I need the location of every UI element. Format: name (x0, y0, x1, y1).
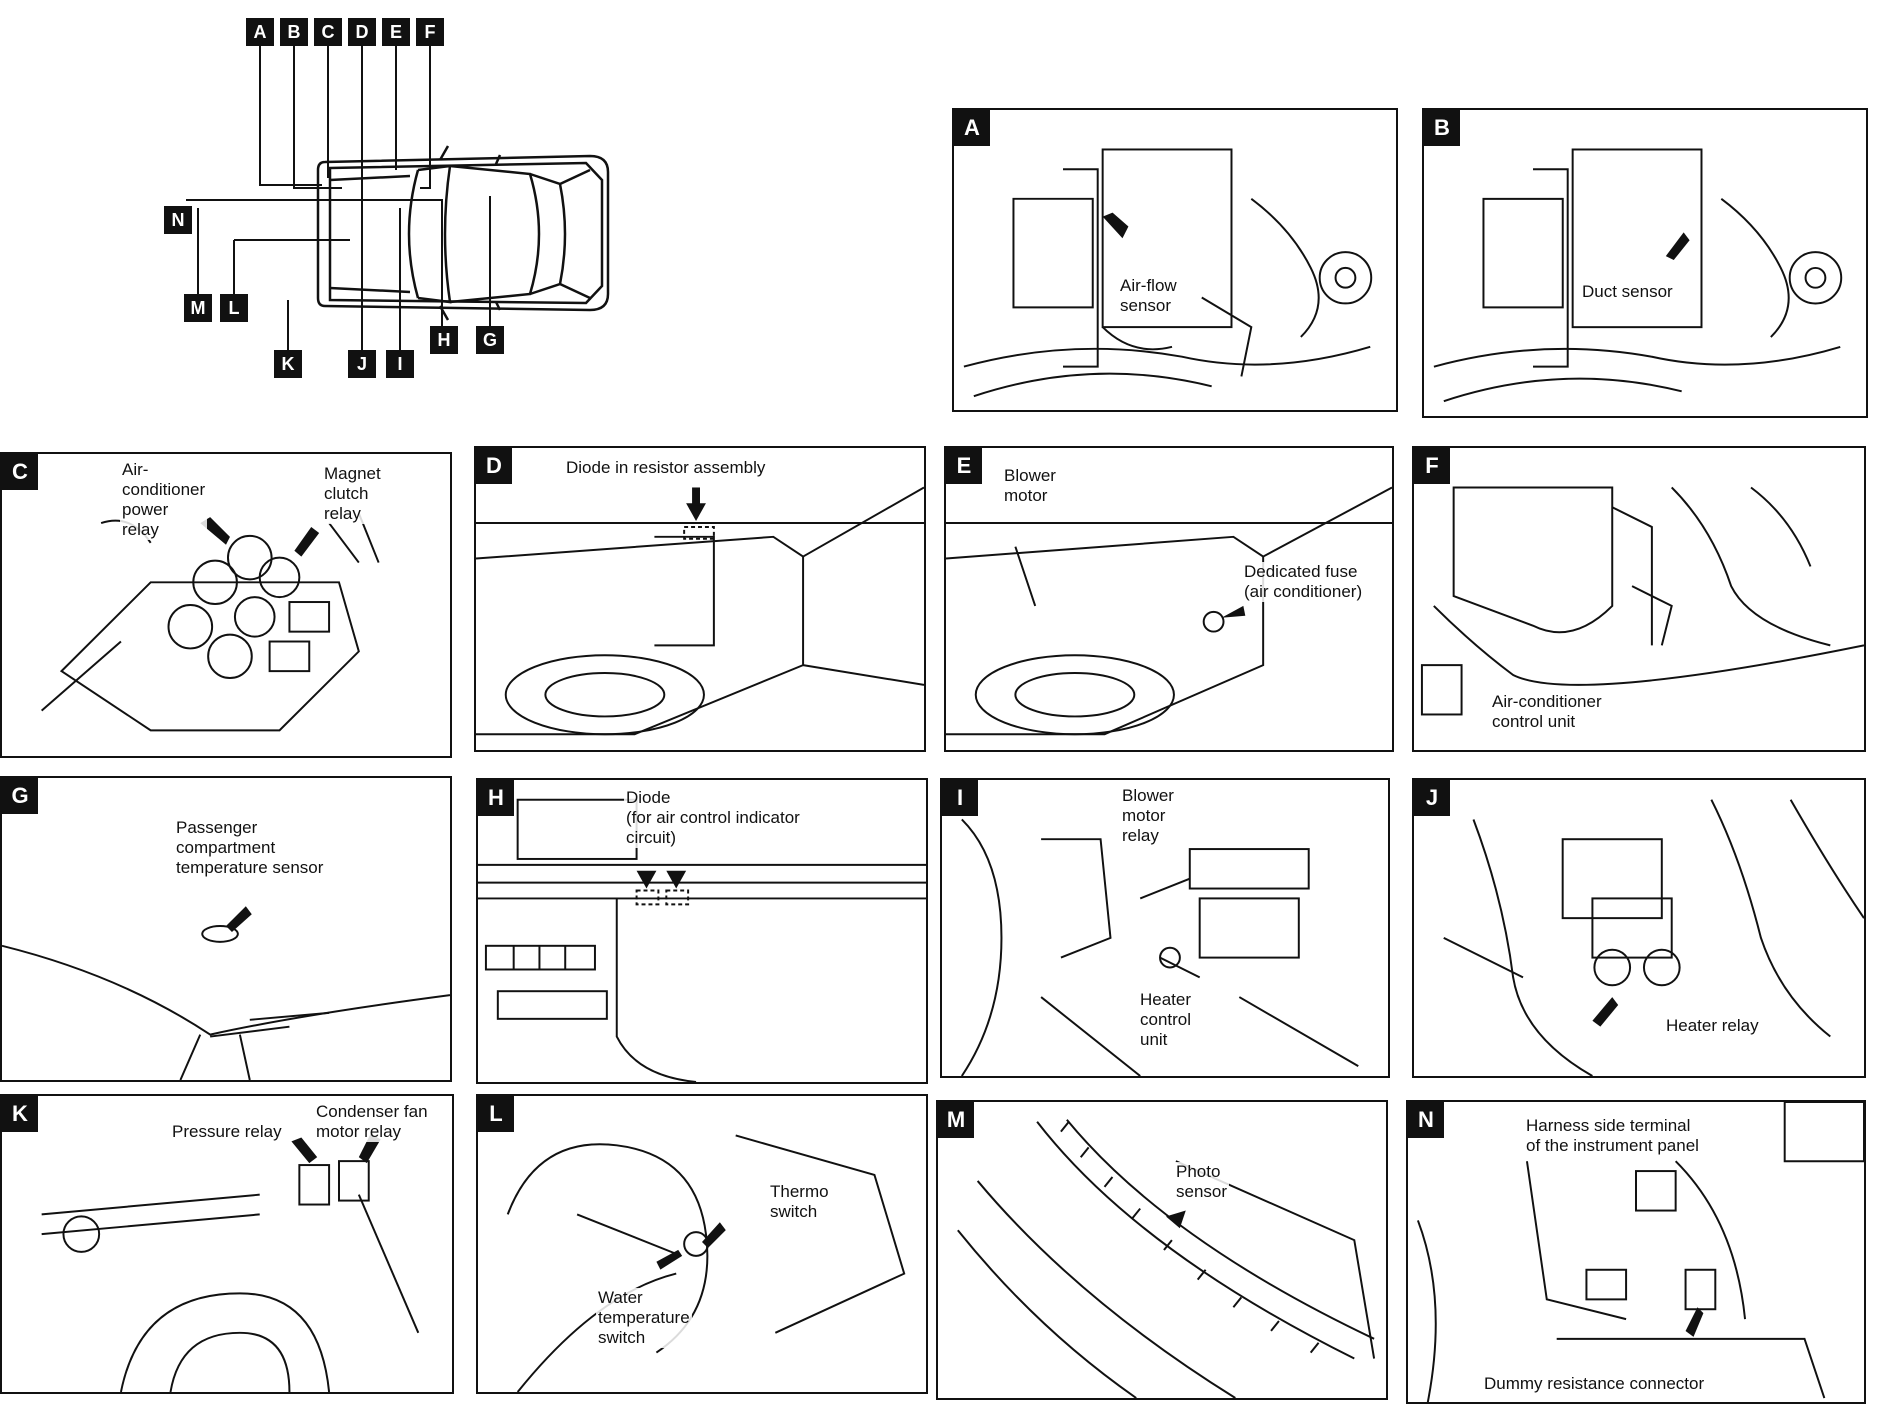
panel-j: J Heater relay (1412, 778, 1866, 1078)
heater-relay-illustration (1443, 799, 1864, 1076)
key-label-c: C (314, 18, 342, 46)
panel-letter: E (946, 448, 982, 484)
panel-letter: N (1408, 1102, 1444, 1138)
caption-air-conditioner-power-relay: Air- conditioner power relay (120, 460, 208, 540)
caption-thermo-switch: Thermo switch (768, 1182, 831, 1222)
panel-a: A Air-flow sensor (952, 108, 1398, 412)
panel-d: D Diode in resistor assembly (474, 446, 926, 752)
key-label-m: M (184, 294, 212, 322)
caption-harness-side-terminal: Harness side terminal of the instrument … (1524, 1116, 1701, 1156)
photo-sensor-illustration (957, 1119, 1376, 1398)
panel-i: I Blower motor relay Heater control unit (940, 778, 1390, 1078)
key-label-d: D (348, 18, 376, 46)
control-unit-illustration (1420, 486, 1864, 716)
panel-h: H Diode (for air control indicator circu… (476, 778, 928, 1084)
panel-e: E Blower motor Dedicated fuse (air condi… (944, 446, 1394, 752)
thermo-switch-illustration (506, 1134, 906, 1392)
caption-blower-motor-relay: Blower motor relay (1120, 786, 1176, 846)
caption-duct-sensor: Duct sensor (1580, 282, 1675, 302)
panel-l: L Thermo switch Water temperature switch (476, 1094, 928, 1394)
panel-n: N Harness side terminal of the instrumen… (1406, 1100, 1866, 1404)
panel-letter: G (2, 778, 38, 814)
caption-blower-motor: Blower motor (1002, 466, 1058, 506)
panel-k: K Pressure relay Condenser fan motor rel… (0, 1094, 454, 1394)
caption-photo-sensor: Photo sensor (1174, 1162, 1230, 1202)
blower-motor-illustration (946, 486, 1392, 736)
key-label-a: A (246, 18, 274, 46)
key-label-i: I (386, 350, 414, 378)
caption-heater-control-unit: Heater control unit (1138, 990, 1194, 1050)
caption-air-flow-sensor: Air-flow sensor (1118, 276, 1179, 316)
caption-passenger-compartment-temperature-sensor: Passenger compartment temperature sensor (174, 818, 326, 878)
key-label-h: H (430, 326, 458, 354)
air-flow-sensor-illustration (963, 148, 1373, 398)
panel-letter: B (1424, 110, 1460, 146)
key-label-f: F (416, 18, 444, 46)
heater-control-unit-illustration (960, 818, 1359, 1076)
panel-c: C Air- conditioner power relay Magnet cl… (0, 452, 452, 758)
resistor-assembly-illustration (476, 486, 924, 736)
instrument-panel-illustration (478, 798, 926, 1082)
key-label-g: G (476, 326, 504, 354)
panel-m: M Photo sensor (936, 1100, 1388, 1400)
panel-letter: F (1414, 448, 1450, 484)
panel-letter: L (478, 1096, 514, 1132)
panel-letter: J (1414, 780, 1450, 816)
panel-g: G Passenger compartment temperature sens… (0, 776, 452, 1082)
key-label-n: N (164, 206, 192, 234)
panel-letter: C (2, 454, 38, 490)
key-label-e: E (382, 18, 410, 46)
car-overview-diagram: A B C D E F G H I J K L M N (150, 10, 750, 430)
caption-air-conditioner-control-unit: Air-conditioner control unit (1490, 692, 1604, 732)
caption-magnet-clutch-relay: Magnet clutch relay (322, 464, 383, 524)
temperature-sensor-illustration (2, 906, 450, 1080)
panel-letter: K (2, 1096, 38, 1132)
panel-letter: M (938, 1102, 974, 1138)
caption-water-temperature-switch: Water temperature switch (596, 1288, 692, 1348)
caption-dedicated-fuse: Dedicated fuse (air conditioner) (1242, 562, 1365, 602)
panel-f: F Air-conditioner control unit (1412, 446, 1866, 752)
dummy-resistance-connector-illustration (1416, 1102, 1864, 1402)
panel-letter: I (942, 780, 978, 816)
duct-sensor-illustration (1433, 148, 1843, 403)
key-label-b: B (280, 18, 308, 46)
key-label-j: J (348, 350, 376, 378)
panel-letter: D (476, 448, 512, 484)
caption-pressure-relay: Pressure relay (170, 1122, 284, 1142)
caption-condenser-fan-motor-relay: Condenser fan motor relay (314, 1102, 430, 1142)
panel-letter: H (478, 780, 514, 816)
relay-block-illustration (40, 512, 380, 732)
panel-letter: A (954, 110, 990, 146)
caption-diode-air-control-indicator: Diode (for air control indicator circuit… (624, 788, 802, 848)
key-label-l: L (220, 294, 248, 322)
caption-dummy-resistance-connector: Dummy resistance connector (1482, 1374, 1707, 1394)
car-outline (186, 36, 610, 358)
caption-diode-in-resistor-assembly: Diode in resistor assembly (564, 458, 768, 478)
caption-heater-relay: Heater relay (1664, 1016, 1761, 1036)
key-label-k: K (274, 350, 302, 378)
panel-b: B Duct sensor (1422, 108, 1868, 418)
